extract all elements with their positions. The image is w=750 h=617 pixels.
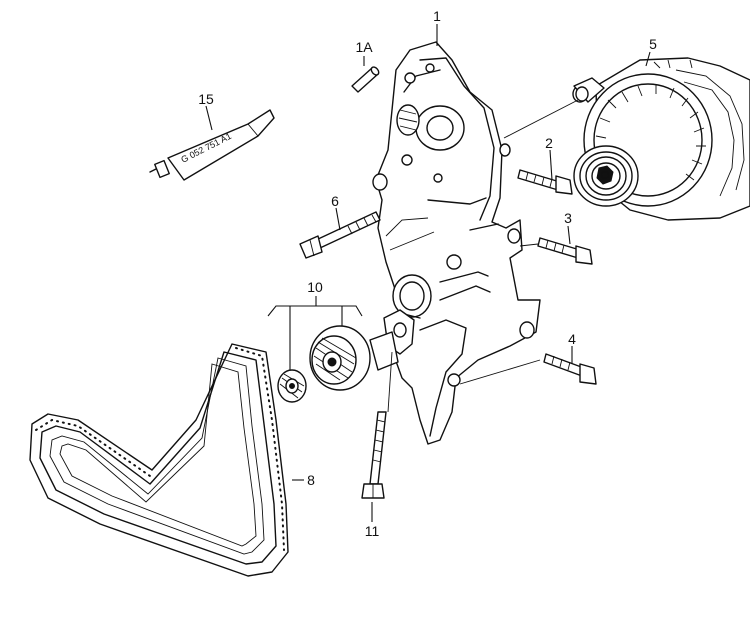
alignment-lines: [387, 99, 579, 413]
alternator: [572, 57, 750, 221]
callout-leaders: [205, 24, 651, 522]
callout-11: 11: [365, 523, 380, 539]
bolt-3: [537, 237, 593, 265]
bolt-11: [361, 411, 387, 499]
callout-8: 8: [307, 472, 315, 488]
callout-15: 15: [198, 91, 214, 107]
sealant-tube: G 052 751 A1: [149, 109, 275, 181]
bolt-2: [517, 169, 573, 195]
callout-2: 2: [545, 135, 553, 151]
bolt-4: [543, 353, 597, 385]
belt-tensioner: [277, 309, 415, 403]
callout-5: 5: [649, 36, 657, 52]
callout-6: 6: [331, 193, 339, 209]
alternator-bracket: [372, 41, 541, 445]
callout-1: 1: [433, 8, 441, 24]
dowel-pin: [351, 66, 380, 93]
callout-10: 10: [307, 279, 323, 295]
bolt-6: [299, 211, 381, 259]
poly-v-belt: [29, 343, 289, 577]
callout-3: 3: [564, 210, 572, 226]
callout-labels: 1 1A 15 5 2 3 4 6 10 8 11: [198, 8, 657, 539]
callout-4: 4: [568, 331, 576, 347]
callout-1a: 1A: [355, 39, 373, 55]
